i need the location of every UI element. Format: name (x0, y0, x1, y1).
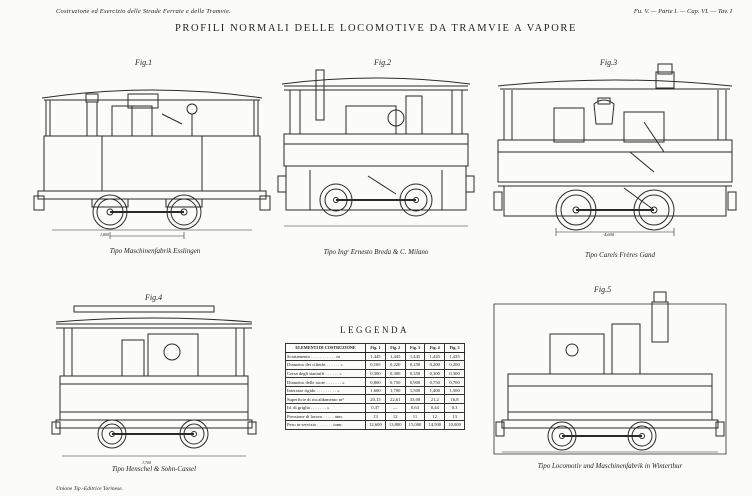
cell: 0,250 (404, 360, 426, 370)
row-label: Superficie di riscaldamento m² (284, 394, 367, 405)
row-label: Pressione di lavoro . . . . . atm. (284, 411, 367, 422)
fig-label-3: Fig.3 (600, 58, 618, 67)
legend-table: ELEMENTI DI COSTRUZIONE Fig. 1 Fig. 2 Fi… (284, 343, 465, 430)
row-label: Scartamento . . . . . . . . . . . m (284, 351, 367, 362)
cell: 1,500 (444, 385, 465, 396)
locomotive-drawing-fig2 (276, 66, 476, 238)
plate-title: PROFILI NORMALI DELLE LOCOMOTIVE DA TRAM… (174, 23, 577, 34)
printer-imprint: Unione Tip.-Editrice Torinese. (56, 486, 124, 492)
cell: 1,700 (384, 385, 406, 396)
cell: 0,3 (444, 403, 465, 413)
table-row: Id. di griglia . . . . . . . » 0,37 — 0,… (284, 403, 465, 413)
caption-fig4: Tipo Henschel & Sohn-Cassel (111, 465, 197, 473)
fig-label-5: Fig.5 (594, 285, 612, 294)
plate-reference: Fu. V. — Parte I. — Cap. VI. — Tav. I (633, 8, 732, 15)
table-row: Superficie di riscaldamento m² 20,15 22,… (284, 394, 465, 405)
cell: 0,300 (444, 368, 465, 379)
cell: 13 (365, 411, 386, 422)
cell: 1,600 (365, 385, 386, 396)
legend-title: LEGGENDA (340, 325, 409, 335)
cell: 1,445 (384, 351, 406, 362)
legend-header-fig1: Fig. 1 (365, 343, 386, 353)
caption-fig5: Tipo Locomotiv und Maschinenfabrik in Wi… (537, 462, 683, 470)
row-label: Corsa degli stantuffi . . . . . . » (284, 368, 367, 379)
cell: 0,300 (365, 368, 386, 379)
row-label: Diametro dei cilindri . . . . . . » (284, 360, 367, 370)
running-header: Costruzione ed Esercizio delle Strade Fe… (56, 8, 231, 15)
table-row: Diametro delle ruote . . . . . . . » 0,8… (284, 377, 465, 387)
cell: 14,500 (424, 420, 446, 430)
cell: 0,200 (444, 360, 465, 370)
table-row: Corsa degli stantuffi . . . . . . » 0,30… (284, 368, 465, 379)
row-label: Id. di griglia . . . . . . . » (284, 403, 367, 413)
cell: 1,445 (365, 351, 386, 362)
cell: 0,37 (365, 403, 386, 413)
locomotive-drawing-fig4 (52, 300, 256, 470)
dimension-fig3: 4,600 (604, 232, 615, 237)
legend-header-fig4: Fig. 4 (424, 343, 446, 353)
cell: 16,8 (444, 394, 465, 405)
cell: 0,300 (384, 368, 406, 379)
cell: 33,00 (404, 394, 426, 405)
locomotive-drawing-fig3 (494, 62, 736, 246)
cell: 10,000 (444, 420, 465, 430)
table-row: Pressione di lavoro . . . . . atm. 13 12… (284, 411, 465, 422)
cell: 11 (404, 411, 426, 422)
caption-fig2: Tipo Ingᵉ Ernesto Breda & C. Milano (323, 248, 429, 256)
fig-label-4: Fig.4 (145, 293, 163, 302)
cell: 0,63 (404, 403, 426, 413)
dimension-fig4: 1,700 (142, 460, 151, 465)
cell: 0,220 (384, 360, 406, 370)
table-row: Scartamento . . . . . . . . . . . m 1,44… (284, 351, 465, 362)
cell: 20,15 (365, 394, 386, 405)
legend-header-elements: ELEMENTI DI COSTRUZIONE (284, 343, 367, 353)
table-row: Diametro dei cilindri . . . . . . » 0,16… (284, 360, 465, 370)
cell: 1,445 (404, 351, 426, 362)
legend-header-row: ELEMENTI DI COSTRUZIONE Fig. 1 Fig. 2 Fi… (284, 343, 465, 353)
cell: 0,165 (365, 360, 386, 370)
locomotive-drawing-fig5 (492, 290, 728, 460)
cell: 12 (384, 411, 406, 422)
legend-header-fig2: Fig. 2 (384, 343, 406, 353)
caption-fig1: Tipo Maschinenfabrik Esslingen (109, 247, 201, 255)
row-label: Diametro delle ruote . . . . . . . » (284, 377, 367, 387)
cell: 0,44 (424, 403, 446, 413)
row-label: Interasse rigido . . . . . . . . . » (284, 385, 367, 396)
cell: 0,900 (404, 377, 426, 387)
cell: 13,800 (384, 420, 406, 430)
cell: 1,435 (444, 351, 465, 362)
cell: 12,600 (365, 420, 386, 430)
legend-header-fig3: Fig. 3 (404, 343, 426, 353)
cell: 12 (424, 411, 446, 422)
cell: 0,750 (384, 377, 406, 387)
cell: — (384, 403, 406, 413)
fig-label-1: Fig.1 (135, 58, 153, 67)
cell: 0,200 (424, 360, 446, 370)
cell: 13 (444, 411, 465, 422)
cell: 1,445 (424, 351, 446, 362)
caption-fig3: Tipo Carels Frères Gand (584, 251, 656, 259)
locomotive-drawing-fig1 (32, 64, 272, 242)
cell: 0,300 (424, 368, 446, 379)
cell: 1,400 (424, 385, 446, 396)
fig-label-2: Fig.2 (374, 58, 392, 67)
cell: 0,800 (365, 377, 386, 387)
row-label: Peso in servizio . . . . . . . tonn. (284, 420, 367, 430)
legend-header-fig5: Fig. 5 (444, 343, 465, 353)
cell: 1,500 (404, 385, 426, 396)
dimension-fig1: 1,800 (100, 232, 109, 237)
cell: 0,700 (444, 377, 465, 387)
cell: 0,750 (424, 377, 446, 387)
table-row: Interasse rigido . . . . . . . . . » 1,6… (284, 385, 465, 396)
table-row: Peso in servizio . . . . . . . tonn. 12,… (284, 420, 465, 430)
cell: 15,000 (404, 420, 426, 430)
cell: 22,61 (384, 394, 406, 405)
cell: 0,350 (404, 368, 426, 379)
cell: 21,2 (424, 394, 446, 405)
